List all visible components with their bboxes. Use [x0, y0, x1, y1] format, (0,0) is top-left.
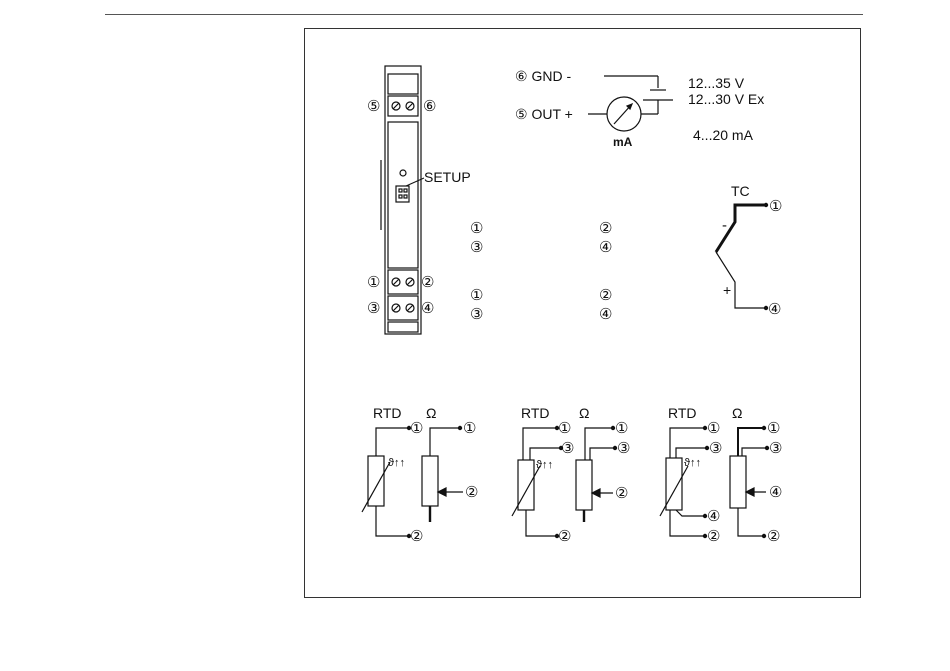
rtd4-rtd-label: RTD [668, 405, 697, 421]
rtd3-ohm-label: Ω [579, 405, 589, 421]
current-range: 4...20 mA [693, 127, 754, 143]
rtd3-theta: ϑ↑↑ [536, 459, 553, 471]
rtd3-ohm-c3: ③ [617, 440, 630, 457]
device-term-5: ⑤ [367, 98, 380, 115]
rtd2-c1: ① [410, 420, 423, 437]
device-term-3: ③ [367, 300, 380, 317]
out-label: ⑤ OUT + [515, 106, 573, 122]
map-r1-b: ② [599, 220, 612, 237]
map-r3-b: ② [599, 287, 612, 304]
device-term-1: ① [367, 274, 380, 291]
device-term-2: ② [421, 274, 434, 291]
setup-label: SETUP [424, 169, 471, 185]
supply-voltage: 12...35 V [688, 75, 745, 91]
map-r4-b: ④ [599, 306, 612, 323]
device-term-4: ④ [421, 300, 434, 317]
transmitter-housing [381, 66, 421, 334]
rtd4-c2: ② [707, 528, 720, 545]
map-r4-a: ③ [470, 306, 483, 323]
rtd4-ohm-c2: ② [767, 528, 780, 545]
ammeter-icon [607, 97, 641, 131]
supply-voltage-ex: 12...30 V Ex [688, 91, 764, 107]
meter-unit: mA [613, 135, 633, 149]
tc-plus: + [723, 282, 731, 298]
rtd4-ohm-c4: ④ [769, 484, 782, 501]
tc-term-4: ④ [768, 301, 781, 318]
rtd4-c1: ① [707, 420, 720, 437]
rtd4-c3: ③ [709, 440, 722, 457]
rtd3-ohm-c1: ① [615, 420, 628, 437]
rtd2-ohm-label: Ω [426, 405, 436, 421]
tc-label: TC [731, 183, 750, 199]
tc-minus: - [722, 217, 727, 234]
rtd4-ohm-label: Ω [732, 405, 742, 421]
gnd-label: ⑥ GND - [515, 68, 571, 84]
rtd-2wire-symbol [362, 426, 463, 537]
supply-loop [588, 76, 673, 131]
rtd4-ohm-c3: ③ [769, 440, 782, 457]
rtd4-theta: ϑ↑↑ [684, 457, 701, 469]
rtd2-c2: ② [410, 528, 423, 545]
rtd3-c3: ③ [561, 440, 574, 457]
map-r1-a: ① [470, 220, 483, 237]
rtd2-theta: ϑ↑↑ [388, 457, 405, 469]
rtd3-c2: ② [558, 528, 571, 545]
rtd4-ohm-c1: ① [767, 420, 780, 437]
tc-term-1: ① [769, 198, 782, 215]
rtd4-c4: ④ [707, 508, 720, 525]
rtd3-ohm-c2: ② [615, 485, 628, 502]
rtd2-ohm-c2: ② [465, 484, 478, 501]
map-r2-b: ④ [599, 239, 612, 256]
map-r2-a: ③ [470, 239, 483, 256]
rtd3-rtd-label: RTD [521, 405, 550, 421]
device-term-6: ⑥ [423, 98, 436, 115]
map-r3-a: ① [470, 287, 483, 304]
rtd2-ohm-c1: ① [463, 420, 476, 437]
rtd3-c1: ① [558, 420, 571, 437]
rtd2-rtd-label: RTD [373, 405, 402, 421]
